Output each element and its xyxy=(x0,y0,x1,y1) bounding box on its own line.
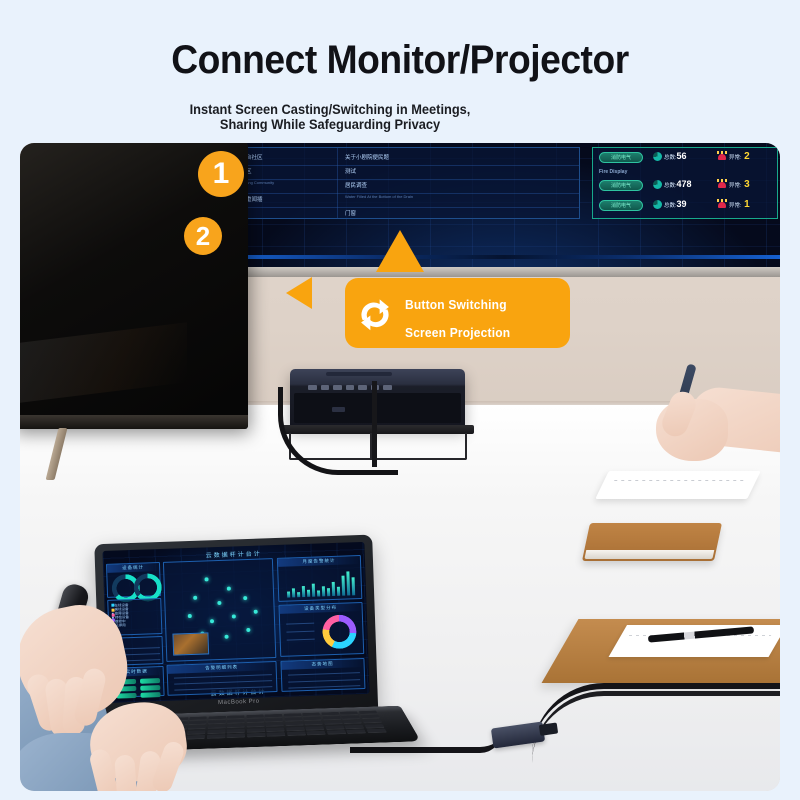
screen-total-2: 总数:39 xyxy=(664,199,687,209)
pie-chart-icon xyxy=(653,180,662,189)
brown-notebook xyxy=(581,523,723,561)
screen-alarm-2: 异常: 1 xyxy=(729,199,750,210)
screen-alarm-label-2: 异常 xyxy=(729,203,741,209)
screen-alarm-label-0: 异常 xyxy=(729,155,741,161)
screen-bottom-bar xyxy=(220,255,780,259)
screen-total-label-0: 总数 xyxy=(664,155,676,161)
screen-alarm-value-2: 1 xyxy=(744,199,750,210)
monitor-glare xyxy=(20,322,187,404)
page-title: Connect Monitor/Projector xyxy=(171,38,629,82)
hand-writing xyxy=(620,363,780,509)
desk-cable-inner xyxy=(532,691,780,763)
screen-stat-tag-2: 消防电气 xyxy=(599,200,643,211)
screen-alarm-0: 异常: 2 xyxy=(729,151,750,162)
laptop-cable xyxy=(350,731,502,753)
page-subtitle: Instant Screen Casting/Switching in Meet… xyxy=(17,102,644,132)
callout-body xyxy=(345,278,570,348)
subtitle-line-2: Sharing While Safeguarding Privacy xyxy=(219,117,441,132)
callout-line-2: Screen Projection xyxy=(405,326,511,340)
screen-row-0-col1: 朝阳台社区 xyxy=(235,155,263,161)
screen-total-0: 总数:56 xyxy=(664,151,687,161)
dashboard-panel-summary: 态势地图 xyxy=(280,657,366,692)
alarm-bell-icon xyxy=(717,151,727,161)
screen-alarm-value-1: 3 xyxy=(744,179,750,190)
screen-stat-tag-0: 消防电气 xyxy=(599,152,643,163)
screen-total-label-2: 总数 xyxy=(664,203,676,209)
dashboard-panel-monthly: 月度告警统计 xyxy=(276,555,363,602)
alarm-bell-icon xyxy=(717,199,727,209)
projector-top-slot xyxy=(326,372,392,376)
badge-1: 1 xyxy=(198,151,244,197)
monitor-stand xyxy=(42,428,108,480)
alarm-bell-icon xyxy=(717,179,727,189)
screen-left-panel: 朝阳台社区 关于小剧院便民题 东丽区 测试 Zhaoyang Community… xyxy=(228,147,580,219)
projection-screen-frame xyxy=(216,267,780,277)
screen-row-1-col2: 测试 xyxy=(345,169,357,175)
screen-total-1: 总数:478 xyxy=(664,179,692,189)
callout-bubble: Button Switching Screen Projection xyxy=(286,230,570,349)
dashboard-panel-map xyxy=(162,558,277,662)
screen-row-4-col2: 门窗 xyxy=(345,211,357,217)
screen-alarm-label-1: 异常 xyxy=(729,183,741,189)
screen-row-3-col1: 往事重闻插 xyxy=(235,197,263,203)
projector-cable-left xyxy=(278,387,398,475)
product-scene-photo: 朝阳台社区 关于小剧院便民题 东丽区 测试 Zhaoyang Community… xyxy=(20,143,780,791)
screen-row-2-col2: 居民调查 xyxy=(345,183,368,189)
sync-refresh-icon xyxy=(361,299,389,331)
panel-header: 设备类型分布 xyxy=(279,603,362,614)
donut-chart xyxy=(321,614,358,650)
screen-row-0-col2: 关于小剧院便民题 xyxy=(345,155,390,161)
callout-pointer-top xyxy=(376,230,424,272)
projector-cable-right xyxy=(372,381,382,467)
screen-stat-tag-1: 消防电气 xyxy=(599,180,643,191)
folder-notepad xyxy=(608,625,780,657)
callout-line-1: Button Switching xyxy=(405,298,507,312)
header: Connect Monitor/Projector Instant Screen… xyxy=(0,0,800,143)
pie-chart-icon xyxy=(653,200,662,209)
monitor-base-bar xyxy=(20,415,248,429)
callout-pointer-left xyxy=(286,277,312,309)
desk-cable-outer xyxy=(532,683,780,755)
dashboard-panel-distribution: 设备类型分布 xyxy=(278,601,365,657)
panel-header: 态势地图 xyxy=(281,658,364,670)
screen-alarm-value-0: 2 xyxy=(744,151,750,162)
fire-display-label: Fire Display xyxy=(599,169,628,175)
camera-thumbnail xyxy=(172,632,210,656)
screen-total-label-1: 总数 xyxy=(664,183,676,189)
screen-total-value-2: 39 xyxy=(676,199,687,209)
screen-total-value-1: 478 xyxy=(676,179,692,189)
screen-right-panel: 消防电气 总数:56 异常: 2 Fire Display 消防电气 总数:47… xyxy=(592,147,778,219)
projection-screen: 朝阳台社区 关于小剧院便民题 东丽区 测试 Zhaoyang Community… xyxy=(220,143,780,269)
pie-chart-icon xyxy=(653,152,662,161)
hand-touching-laptop xyxy=(20,663,230,791)
screen-alarm-1: 异常: 3 xyxy=(729,179,750,190)
screen-row-3-col2: Water Filled At the Bottom of the Drain xyxy=(345,194,414,199)
screen-total-value-0: 56 xyxy=(676,151,687,161)
subtitle-line-1: Instant Screen Casting/Switching in Meet… xyxy=(189,102,471,117)
badge-2: 2 xyxy=(184,217,222,255)
panel-header: 月度告警统计 xyxy=(277,556,361,567)
screen-row-2-col1: Zhaoyang Community xyxy=(235,180,275,185)
